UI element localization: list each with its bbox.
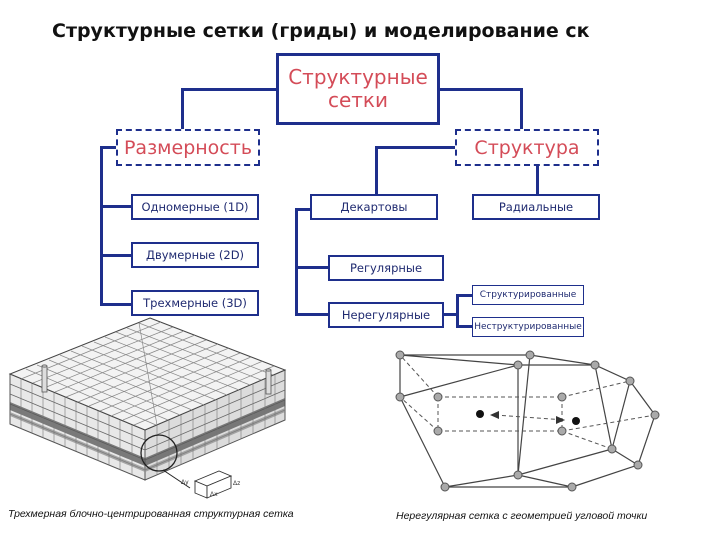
- root-label-line2: сетки: [327, 88, 389, 112]
- root-label-line1: Структурные: [288, 65, 428, 89]
- cell-label-dz: Δz: [233, 480, 240, 487]
- structure-item-irregular: Нерегулярные: [328, 302, 444, 328]
- structure-node: Структура: [455, 129, 599, 166]
- right-figure-caption: Нерегулярная сетка с геометрией угловой …: [396, 510, 648, 522]
- cell-label-dy: Δy: [181, 479, 189, 486]
- corner-point-grid-figure: [395, 350, 660, 492]
- structure-item-regular: Регулярные: [328, 255, 444, 281]
- irregular-sub-unstructured: Неструктурированные: [472, 317, 584, 337]
- dimension-label: Размерность: [123, 136, 253, 159]
- structure-item-radial: Радиальные: [472, 194, 600, 220]
- block-grid-figure: Δy Δz Δx: [8, 317, 287, 499]
- irregular-sub-structured: Структурированные: [472, 285, 584, 305]
- cell-label-dx: Δx: [210, 491, 218, 498]
- root-node: Структурные сетки: [276, 53, 440, 125]
- page-title: Структурные сетки (гриды) и моделировани…: [52, 20, 590, 42]
- structure-label: Структура: [474, 136, 580, 159]
- dimension-node: Размерность: [116, 129, 260, 166]
- structure-item-cartesian: Декартовы: [310, 194, 438, 220]
- dimension-item-1d: Одномерные (1D): [131, 194, 259, 220]
- dimension-item-2d: Двумерные (2D): [131, 242, 259, 268]
- dimension-item-3d: Трехмерные (3D): [131, 290, 259, 316]
- left-figure-caption: Трехмерная блочно-центрированная структу…: [8, 508, 294, 520]
